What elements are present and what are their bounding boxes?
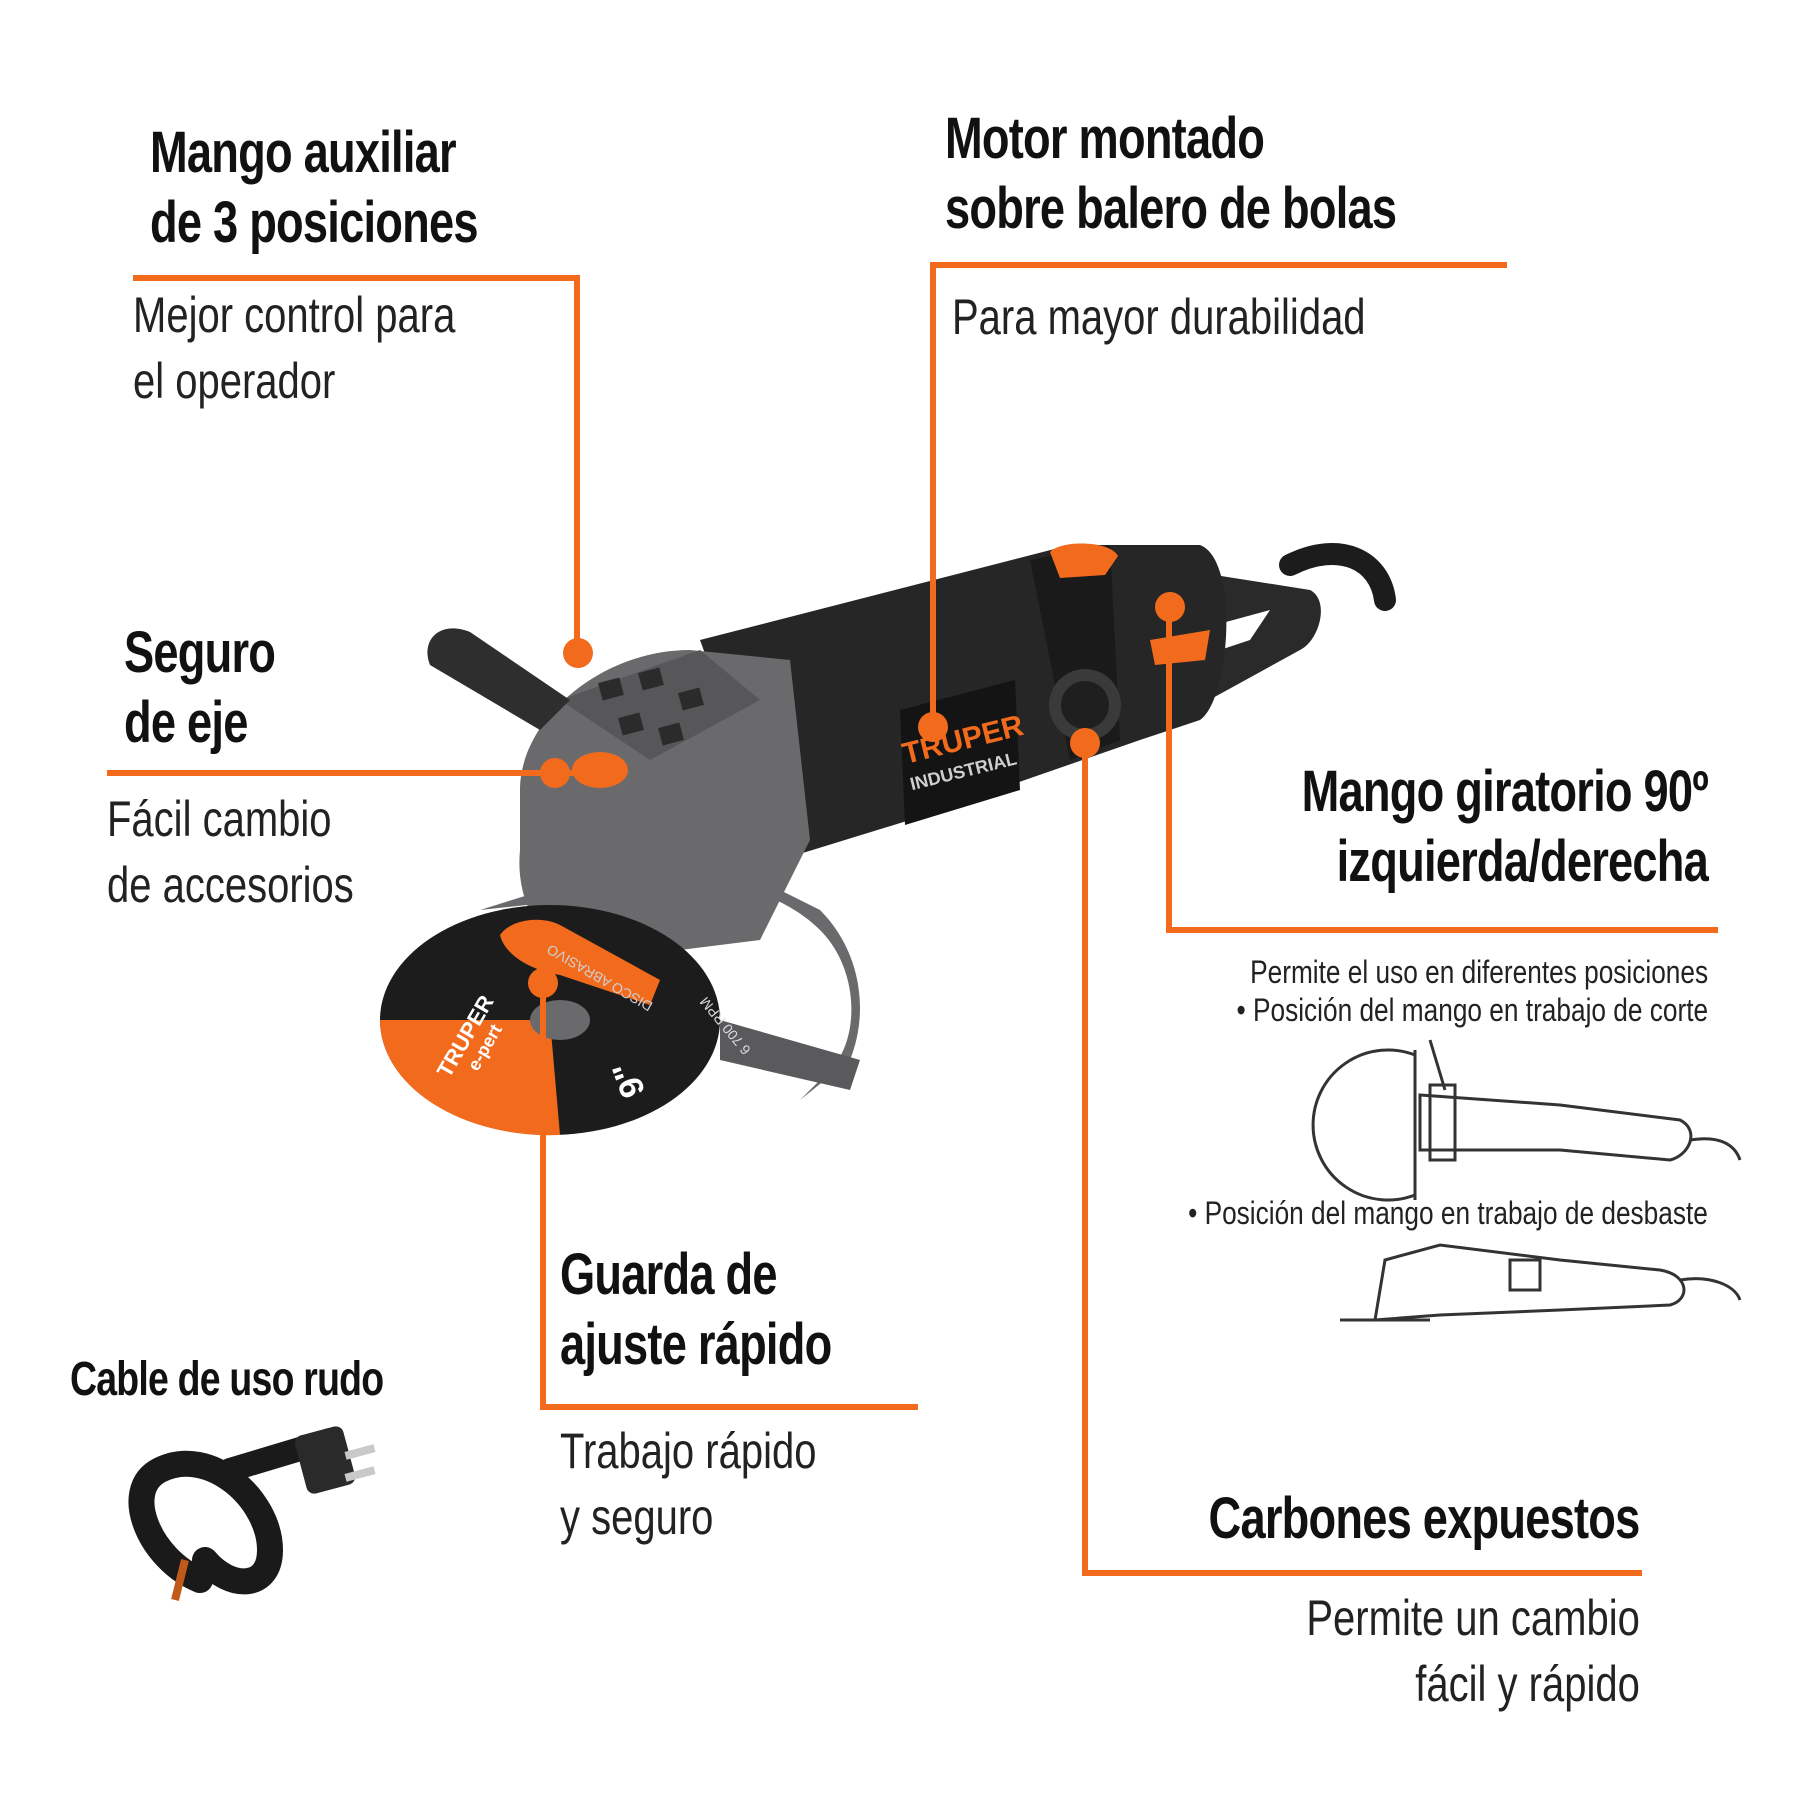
desc-guarda: Trabajo rápido y seguro [560,1423,817,1545]
cable-illustration [128,1426,376,1601]
line-motor-v [930,262,936,717]
desc-seguro: Fácil cambio de accesorios [107,791,354,913]
line-giratorio-v [1166,606,1172,933]
line-mango-aux-h [133,275,580,281]
title-carbones: Carbones expuestos [1209,1486,1641,1551]
line-guarda-h [540,1404,918,1410]
dot-carbones [1070,728,1100,758]
line-motor-h [930,262,1507,268]
dot-giratorio [1155,592,1185,622]
dot-guarda [528,968,558,998]
line-mango-aux-v [574,275,580,640]
title-cable: Cable de uso rudo [70,1353,384,1406]
desc-motor: Para mayor durabilidad [952,289,1366,345]
guard-lever [500,919,660,1005]
spindle-lock-button [572,752,628,788]
line-guarda-v [540,982,546,1410]
cut-position-drawing [1311,1039,1742,1202]
rear-cord [1279,543,1396,611]
line-seguro-h [107,770,580,776]
aux-handle [427,628,570,730]
title-motor: Motor montado sobre balero de bolas [945,106,1397,241]
title-mango-auxiliar: Mango auxiliar de 3 posiciones [150,120,479,255]
dot-seguro [540,758,570,788]
title-seguro: Seguro de eje [124,620,276,755]
desc-mango-giratorio: Permite el uso en diferentes posiciones … [1236,954,1708,1028]
title-guarda: Guarda de ajuste rápido [560,1242,832,1377]
desc-mango-auxiliar: Mejor control para el operador [133,287,456,409]
line-carbones-v [1082,742,1088,1575]
dot-mango-aux [563,638,593,668]
line-giratorio-h [1166,927,1718,933]
desc-carbones: Permite un cambio fácil y rápido [1306,1590,1640,1712]
line-carbones-h [1082,1570,1642,1576]
title-mango-giratorio: Mango giratorio 90º izquierda/derecha [1301,759,1709,894]
switch [1050,543,1118,578]
desc2-mango-giratorio: • Posición del mango en trabajo de desba… [1188,1195,1708,1231]
grind-position-drawing [1340,1243,1742,1322]
dot-motor [918,712,948,742]
